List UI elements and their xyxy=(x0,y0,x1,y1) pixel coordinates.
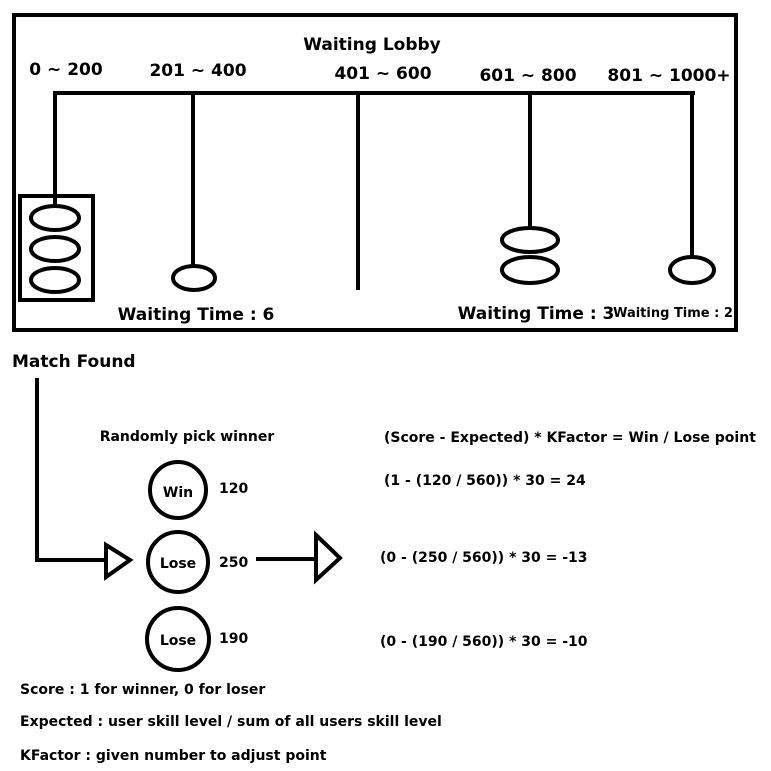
player-score-1: 250 xyxy=(219,555,248,571)
queued-player-4a xyxy=(668,255,716,285)
legend-score: Score : 1 for winner, 0 for loser xyxy=(20,682,265,698)
legend-kfactor: KFactor : given number to adjust point xyxy=(20,748,327,764)
result-flow-arrowhead xyxy=(314,530,343,585)
formula-header: (Score - Expected) * KFactor = Win / Los… xyxy=(384,430,756,446)
player-circle-2 xyxy=(145,606,211,672)
player-circle-1 xyxy=(146,530,210,594)
queue-box-0 xyxy=(18,194,95,302)
match-subtitle: Randomly pick winner xyxy=(100,429,275,445)
range-label-4: 801 ~ 1000+ xyxy=(607,66,730,86)
player-result-2: Lose xyxy=(160,633,196,649)
match-flow-arrowhead xyxy=(104,541,134,581)
match-title: Match Found xyxy=(12,352,136,372)
player-score-2: 190 xyxy=(219,631,248,647)
waiting-time-label-2: Waiting Time : 2 xyxy=(613,306,733,321)
waiting-time-label-0: Waiting Time : 6 xyxy=(118,305,275,325)
match-flow-line xyxy=(35,378,106,562)
queued-player-0a xyxy=(29,204,81,232)
player-result-0: Win xyxy=(163,485,193,501)
range-label-1: 201 ~ 400 xyxy=(149,61,246,81)
player-result-1: Lose xyxy=(160,556,196,572)
range-label-0: 0 ~ 200 xyxy=(29,60,103,80)
queued-player-0c xyxy=(29,266,81,294)
lobby-frame xyxy=(12,13,738,332)
formula-1: (0 - (250 / 560)) * 30 = -13 xyxy=(380,550,588,566)
legend-expected: Expected : user skill level / sum of all… xyxy=(20,714,442,730)
player-score-0: 120 xyxy=(219,481,248,497)
range-label-3: 601 ~ 800 xyxy=(479,66,576,86)
queued-player-1a xyxy=(171,264,217,292)
lobby-title: Waiting Lobby xyxy=(303,35,441,55)
waiting-time-label-1: Waiting Time : 3 xyxy=(458,304,615,324)
formula-2: (0 - (190 / 560)) * 30 = -10 xyxy=(380,634,588,650)
range-label-2: 401 ~ 600 xyxy=(334,64,431,84)
formula-0: (1 - (120 / 560)) * 30 = 24 xyxy=(384,473,586,489)
player-circle-0 xyxy=(148,460,208,520)
queued-player-0b xyxy=(29,235,81,263)
queued-player-3b xyxy=(500,255,560,285)
queued-player-3a xyxy=(500,226,560,254)
